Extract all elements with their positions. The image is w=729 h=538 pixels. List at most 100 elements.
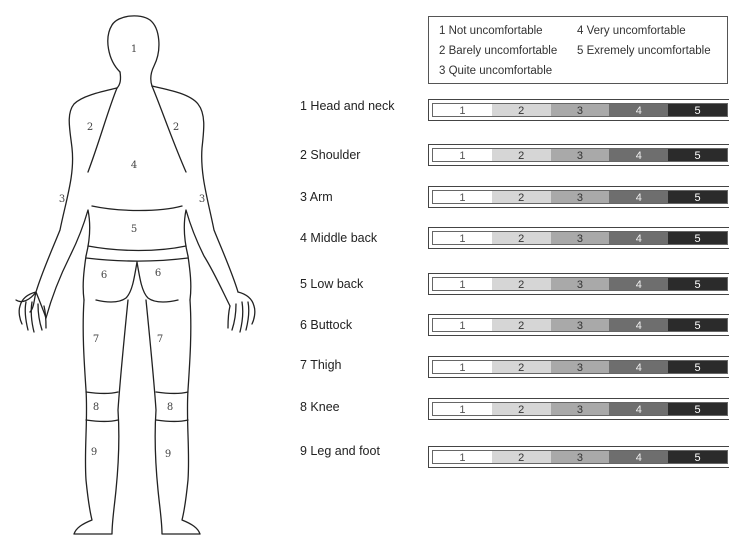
left-leg-outline xyxy=(74,300,128,534)
right-leg-outline xyxy=(146,300,200,534)
body-part-label: 7 Thigh xyxy=(300,358,420,372)
rating-option-1[interactable]: 1 xyxy=(433,232,492,244)
rating-option-1[interactable]: 1 xyxy=(433,319,492,331)
left-knee-lines xyxy=(86,392,118,422)
rating-option-2[interactable]: 2 xyxy=(492,403,551,415)
rating-option-4[interactable]: 4 xyxy=(609,361,668,373)
rating-option-5[interactable]: 5 xyxy=(668,278,727,290)
region-number-label: 9 xyxy=(91,447,97,458)
rating-option-1[interactable]: 1 xyxy=(433,361,492,373)
shoulder-line-right xyxy=(152,86,186,172)
torso-right-outline xyxy=(152,86,238,292)
region-number-label: 5 xyxy=(131,224,137,235)
rating-option-4[interactable]: 4 xyxy=(609,104,668,116)
rating-option-4[interactable]: 4 xyxy=(609,319,668,331)
body-part-label: 2 Shoulder xyxy=(300,148,420,162)
rating-option-4[interactable]: 4 xyxy=(609,149,668,161)
low-back-top-line xyxy=(88,246,186,251)
region-number-label: 6 xyxy=(101,270,107,281)
region-number-label: 2 xyxy=(87,122,93,133)
body-outline-figure: 1 2 2 4 3 3 5 6 6 7 7 8 8 9 9 xyxy=(0,0,290,538)
body-part-label: 3 Arm xyxy=(300,190,420,204)
rating-option-4[interactable]: 4 xyxy=(609,232,668,244)
rating-option-1[interactable]: 1 xyxy=(433,149,492,161)
region-number-label: 8 xyxy=(93,402,99,413)
rating-option-5[interactable]: 5 xyxy=(668,451,727,463)
body-part-label: 5 Low back xyxy=(300,277,420,291)
rating-option-3[interactable]: 3 xyxy=(551,403,610,415)
rating-option-4[interactable]: 4 xyxy=(609,451,668,463)
legend-item: 5 Exremely uncomfortable xyxy=(577,41,711,61)
legend-item: 3 Quite uncomfortable xyxy=(439,61,552,81)
left-inner-arm xyxy=(46,210,90,318)
region-number-label: 3 xyxy=(199,194,205,205)
region-number-label: 6 xyxy=(155,268,161,279)
legend-item: 1 Not uncomfortable xyxy=(439,21,543,41)
rating-option-2[interactable]: 2 xyxy=(492,104,551,116)
region-number-label: 4 xyxy=(131,160,137,171)
rating-option-3[interactable]: 3 xyxy=(551,104,610,116)
rating-option-5[interactable]: 5 xyxy=(668,403,727,415)
body-part-label: 6 Buttock xyxy=(300,318,420,332)
region-number-label: 3 xyxy=(59,194,65,205)
region-number-label: 7 xyxy=(93,334,99,345)
region-number-label: 7 xyxy=(157,334,163,345)
rating-option-2[interactable]: 2 xyxy=(492,451,551,463)
rating-option-4[interactable]: 4 xyxy=(609,278,668,290)
rating-option-3[interactable]: 3 xyxy=(551,149,610,161)
rating-option-5[interactable]: 5 xyxy=(668,149,727,161)
rating-option-1[interactable]: 1 xyxy=(433,403,492,415)
neck-left xyxy=(117,72,121,88)
rating-option-1[interactable]: 1 xyxy=(433,104,492,116)
legend-item: 4 Very uncomfortable xyxy=(577,21,686,41)
region-number-label: 1 xyxy=(131,44,137,55)
legend-item: 2 Barely uncomfortable xyxy=(439,41,557,61)
left-hand xyxy=(19,292,46,332)
rating-option-3[interactable]: 3 xyxy=(551,278,610,290)
rating-option-4[interactable]: 4 xyxy=(609,191,668,203)
rating-option-2[interactable]: 2 xyxy=(492,232,551,244)
rating-option-5[interactable]: 5 xyxy=(668,104,727,116)
legend-box: 1 Not uncomfortable 4 Very uncomfortable… xyxy=(428,16,728,84)
rating-option-5[interactable]: 5 xyxy=(668,361,727,373)
rating-option-2[interactable]: 2 xyxy=(492,319,551,331)
rating-option-5[interactable]: 5 xyxy=(668,191,727,203)
body-part-label: 9 Leg and foot xyxy=(300,444,420,458)
region-number-label: 2 xyxy=(173,122,179,133)
body-part-label: 4 Middle back xyxy=(300,231,420,245)
rating-option-2[interactable]: 2 xyxy=(492,149,551,161)
rating-option-3[interactable]: 3 xyxy=(551,232,610,244)
rating-option-3[interactable]: 3 xyxy=(551,319,610,331)
body-part-label: 1 Head and neck xyxy=(300,99,420,113)
rating-option-5[interactable]: 5 xyxy=(668,232,727,244)
buttock-crease xyxy=(96,262,178,302)
rating-option-1[interactable]: 1 xyxy=(433,451,492,463)
buttock-top-line xyxy=(86,258,188,261)
region-number-label: 9 xyxy=(165,449,171,460)
torso-left-outline xyxy=(16,88,117,318)
rating-option-2[interactable]: 2 xyxy=(492,361,551,373)
right-hand xyxy=(228,292,255,332)
rating-option-4[interactable]: 4 xyxy=(609,403,668,415)
rating-option-3[interactable]: 3 xyxy=(551,361,610,373)
rating-option-5[interactable]: 5 xyxy=(668,319,727,331)
rating-option-1[interactable]: 1 xyxy=(433,191,492,203)
body-part-label: 8 Knee xyxy=(300,400,420,414)
rating-option-3[interactable]: 3 xyxy=(551,451,610,463)
rating-option-1[interactable]: 1 xyxy=(433,278,492,290)
middle-back-top-line xyxy=(92,206,182,211)
rating-option-3[interactable]: 3 xyxy=(551,191,610,203)
rating-option-2[interactable]: 2 xyxy=(492,191,551,203)
region-number-label: 8 xyxy=(167,402,173,413)
rating-option-2[interactable]: 2 xyxy=(492,278,551,290)
